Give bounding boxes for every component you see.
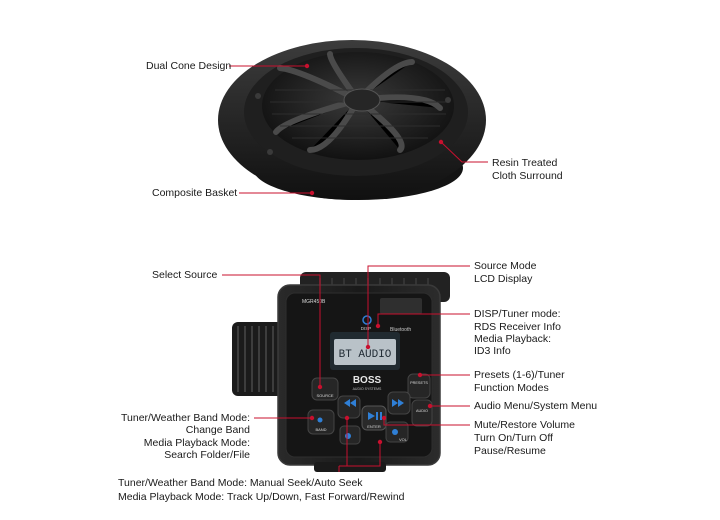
callout-disp-line4: ID3 Info: [474, 345, 511, 357]
model-text: MGR450B: [302, 299, 326, 305]
dust-cap: [343, 88, 381, 112]
mount-hole: [267, 149, 273, 155]
marine-receiver: [232, 272, 450, 472]
callout-seek-line1: Tuner/Weather Band Mode: Manual Seek/Aut…: [118, 477, 363, 489]
speaker: [218, 40, 486, 200]
brand-subtitle: AUDIO SYSTEMS: [353, 387, 382, 391]
presets-button-label: PRESETS: [410, 381, 428, 385]
fast-forward-icon: [392, 399, 398, 407]
rewind-icon: [344, 399, 350, 407]
mount-hole: [445, 97, 451, 103]
callout-disp-line1: DISP/Tuner mode:: [474, 308, 561, 320]
grille-spokes: [273, 51, 443, 153]
callout-band-line2: Change Band: [185, 424, 250, 436]
source-button[interactable]: [311, 377, 339, 401]
callout-band-line3: Media Playback Mode:: [143, 437, 250, 449]
callout-lcd-line2: LCD Display: [474, 273, 533, 285]
minus-icon: [345, 433, 351, 439]
presets-button[interactable]: [407, 373, 431, 399]
play-icon: [368, 412, 375, 420]
leader-lines: [222, 63, 488, 472]
lcd-display: [334, 339, 396, 365]
callout-disp-line3: Media Playback:: [474, 333, 552, 345]
brand-logo: BOSS: [353, 375, 382, 386]
plus-icon: [392, 429, 398, 435]
mount-hole: [255, 93, 261, 99]
callout-band-line1: Tuner/Weather Band Mode:: [121, 412, 250, 424]
seek-back-button[interactable]: [337, 395, 361, 419]
callout-mute-line2: Turn On/Turn Off: [474, 432, 553, 444]
pause-icon: [376, 412, 378, 420]
vol-label: VOL: [399, 437, 408, 442]
audio-button-label: AUDIO: [416, 409, 428, 413]
bluetooth-text: Bluetooth: [390, 327, 411, 333]
device-printing: MGR450B Bluetooth DISP BT AUDIO BOSS AUD…: [302, 299, 428, 442]
callout-lcd-line1: Source Mode: [474, 260, 537, 272]
callout-select-source: Select Source: [152, 269, 218, 281]
ir-window: [380, 298, 422, 314]
callout-audio-menu: Audio Menu/System Menu: [474, 400, 598, 412]
disp-text: DISP: [361, 326, 372, 331]
callout-composite-basket: Composite Basket: [152, 187, 238, 199]
source-button-label: SOURCE: [316, 393, 333, 398]
callout-resin-line2: Cloth Surround: [492, 170, 563, 182]
power-icon: [362, 315, 372, 325]
callout-presets-line2: Function Modes: [474, 382, 549, 394]
heatsink-fins: [237, 326, 274, 392]
callout-presets-line1: Presets (1-6)/Tuner: [474, 369, 565, 381]
rewind-icon: [350, 399, 356, 407]
search-icon: [317, 417, 323, 423]
fast-forward-icon: [398, 399, 404, 407]
callout-disp-line2: RDS Receiver Info: [474, 321, 561, 333]
enter-button-label: ENTER: [367, 424, 381, 429]
pause-icon: [380, 412, 382, 420]
callout-mute-line1: Mute/Restore Volume: [474, 419, 575, 431]
audio-button[interactable]: [411, 399, 433, 427]
callout-seek-line2: Media Playback Mode: Track Up/Down, Fast…: [118, 491, 405, 503]
housing-bottom: [314, 462, 386, 472]
callout-resin-line1: Resin Treated: [492, 157, 558, 169]
lcd-readout: BT AUDIO: [339, 349, 392, 361]
callout-band-line4: Search Folder/File: [164, 449, 250, 461]
button-glyphs: [317, 315, 404, 439]
callout-mute-line3: Pause/Resume: [474, 445, 546, 457]
callout-dual-cone: Dual Cone Design: [146, 60, 232, 72]
band-button-label: BAND: [315, 427, 326, 432]
